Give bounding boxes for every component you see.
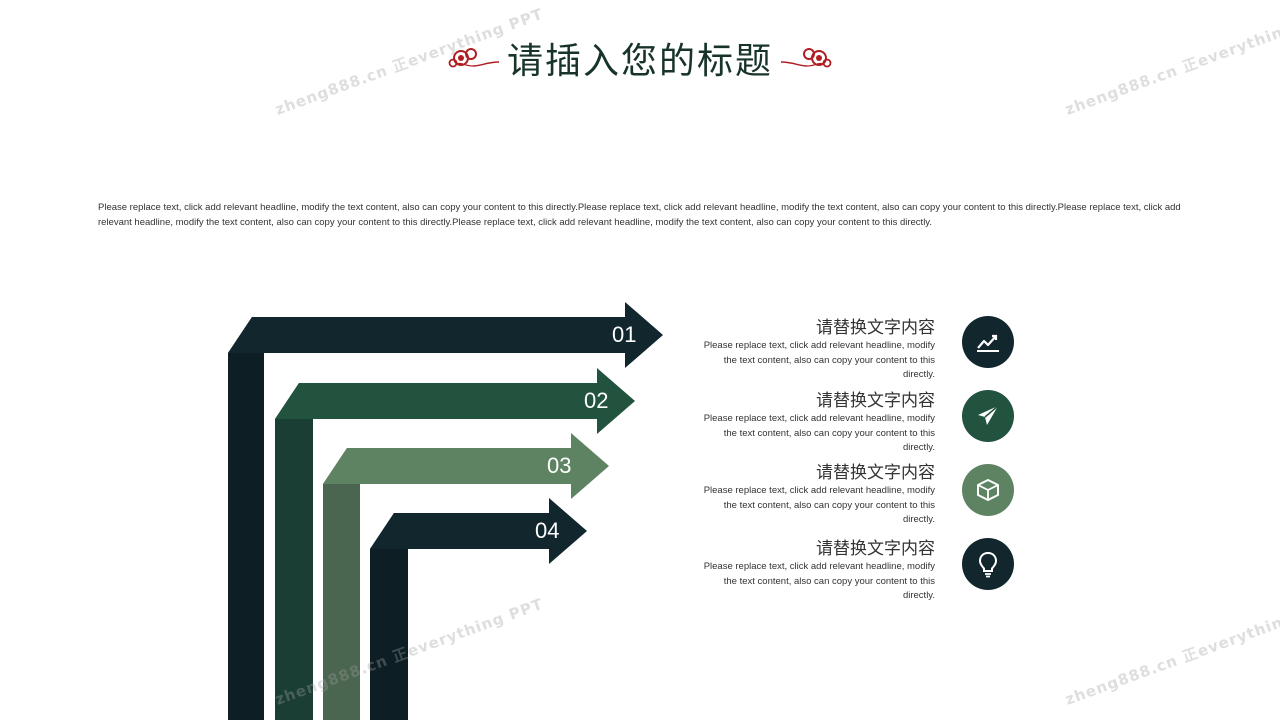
arrow-number-02: 02 bbox=[584, 388, 609, 413]
item-title: 请替换文字内容 bbox=[816, 463, 935, 482]
arrow-01 bbox=[228, 302, 663, 720]
arrow-number-03: 03 bbox=[547, 453, 572, 478]
cloud-ornament-right-icon bbox=[780, 48, 832, 68]
arrow-number-04: 04 bbox=[535, 518, 560, 543]
item-description: Please replace text, click add relevant … bbox=[703, 340, 935, 380]
page-title: 请插入您的标题 bbox=[506, 41, 773, 82]
item-description: Please replace text, click add relevant … bbox=[703, 413, 935, 453]
arrow-04 bbox=[370, 498, 587, 720]
lightbulb-icon bbox=[962, 538, 1014, 590]
title-bar: 请插入您的标题 bbox=[0, 30, 1280, 86]
item-title: 请替换文字内容 bbox=[816, 318, 935, 337]
item-title: 请替换文字内容 bbox=[816, 539, 935, 558]
cloud-ornament-left-icon bbox=[448, 48, 499, 68]
item-description: Please replace text, click add relevant … bbox=[703, 561, 935, 601]
list-item: 请替换文字内容 Please replace text, click add r… bbox=[700, 539, 935, 604]
intro-paragraph: Please replace text, click add relevant … bbox=[98, 202, 1181, 228]
arrow-02 bbox=[275, 368, 635, 720]
item-title: 请替换文字内容 bbox=[816, 391, 935, 410]
cube-icon bbox=[962, 464, 1014, 516]
item-description: Please replace text, click add relevant … bbox=[703, 485, 935, 525]
arrow-number-01: 01 bbox=[612, 322, 637, 347]
arrow-03 bbox=[323, 433, 609, 720]
list-item: 请替换文字内容 Please replace text, click add r… bbox=[700, 318, 935, 383]
list-item: 请替换文字内容 Please replace text, click add r… bbox=[700, 391, 935, 456]
chart-line-icon bbox=[962, 316, 1014, 368]
paper-plane-icon bbox=[962, 390, 1014, 442]
list-item: 请替换文字内容 Please replace text, click add r… bbox=[700, 463, 935, 528]
